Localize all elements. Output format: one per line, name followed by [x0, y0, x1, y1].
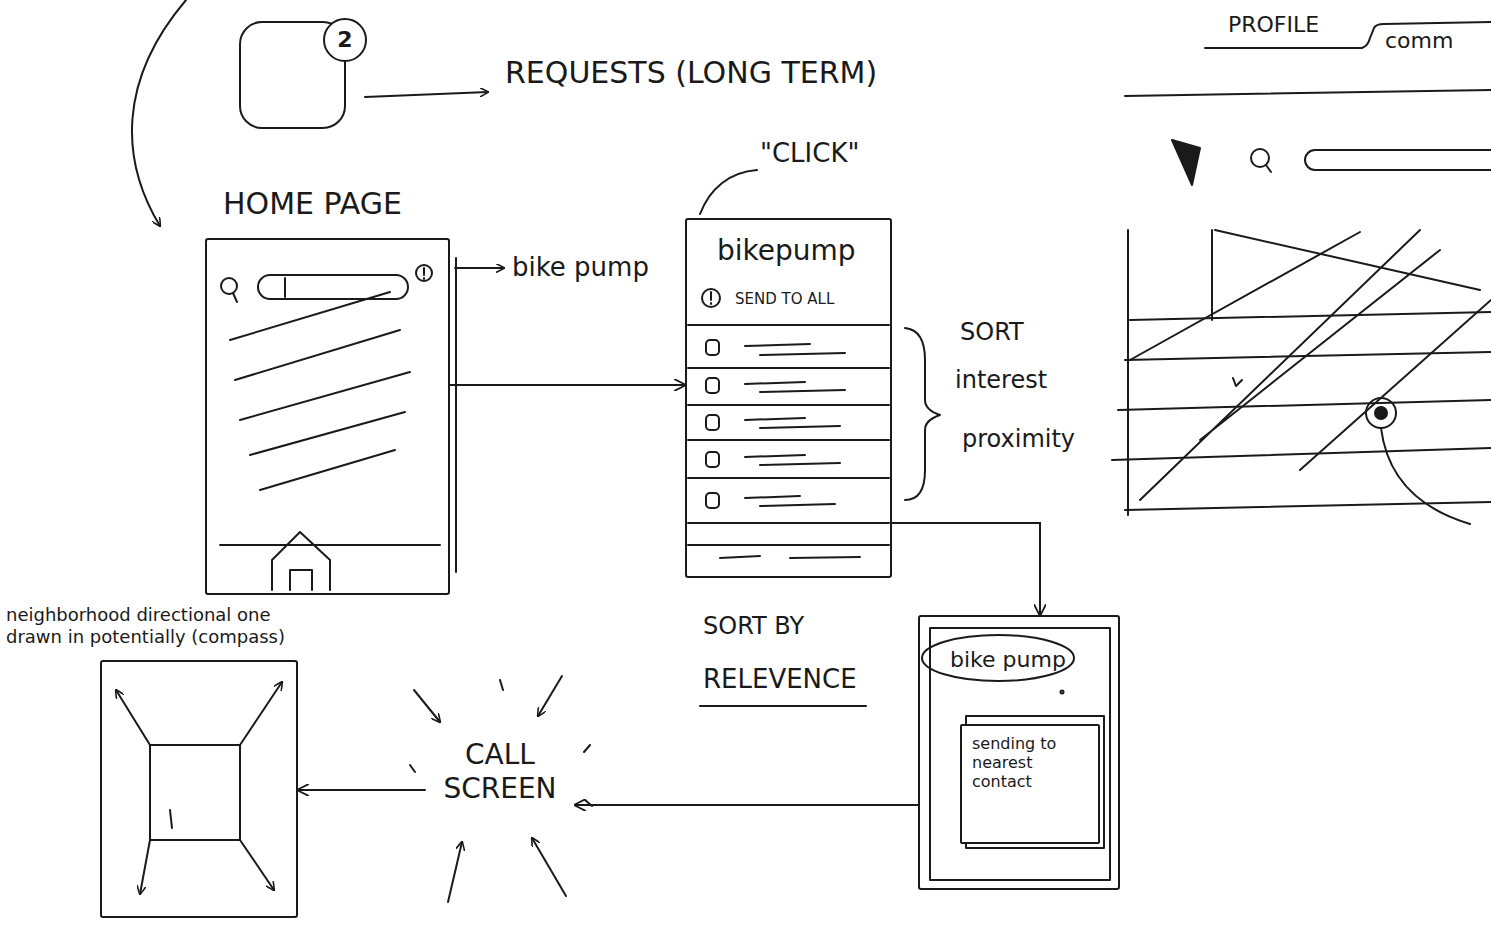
dialog-screen-art — [930, 628, 1110, 880]
home-screen-art — [455, 258, 457, 572]
profile-panel-art — [1233, 378, 1242, 386]
sort-option: proximity — [962, 425, 1075, 454]
profile-panel-art — [1266, 165, 1271, 172]
compass-art — [140, 840, 150, 894]
profile-panel-art — [1305, 150, 1491, 170]
home-screen-art — [233, 293, 237, 302]
compass-art — [150, 745, 240, 840]
home-screen-art — [423, 268, 425, 279]
compass-art — [116, 682, 282, 894]
home-screen-art — [230, 292, 410, 490]
compass-art — [170, 810, 172, 828]
profile-panel-art — [1375, 407, 1387, 419]
profile-panel-art — [1112, 312, 1491, 510]
app-icon — [365, 92, 488, 97]
node-title: 2 — [337, 27, 352, 53]
list-screen-art — [688, 325, 889, 545]
list-screen-art — [700, 705, 866, 707]
dialog-screen-art — [1061, 691, 1064, 694]
node-title: sending to nearest contact — [972, 734, 1088, 792]
list-screen-art — [745, 344, 845, 506]
phone-screen: bikepumpSEND TO ALL — [685, 218, 892, 578]
compass-art — [240, 840, 274, 890]
flow-arrow — [298, 789, 425, 791]
tab-label: comm — [1385, 28, 1453, 54]
badge-circle: 2 — [323, 18, 367, 62]
search-term: bike pump — [512, 252, 649, 283]
tab-label: PROFILE — [1228, 12, 1319, 38]
home-screen-art — [221, 278, 237, 294]
profile-panel-art — [1130, 230, 1491, 500]
entry-curve — [132, 0, 186, 226]
node-title: bikepump — [717, 234, 880, 268]
call-burst — [538, 676, 562, 716]
phone-screen: HOME PAGE — [205, 238, 450, 595]
profile-panel-art — [1172, 140, 1200, 185]
home-screen-art — [258, 275, 408, 299]
home-screen-art — [220, 544, 440, 546]
node-title: CALL SCREEN — [435, 738, 565, 805]
phone-screen: neighborhood directional one drawn in po… — [100, 660, 298, 918]
compass-art — [116, 690, 150, 745]
node-title: HOME PAGE — [223, 186, 402, 222]
call-screen: CALL SCREEN — [425, 722, 575, 822]
list-screen-art — [706, 452, 719, 467]
call-burst — [448, 842, 462, 902]
home-screen-art — [416, 265, 432, 281]
call-burst — [410, 680, 592, 806]
dialog-screen-art — [922, 628, 1110, 880]
annotation: REQUESTS (LONG TERM) — [505, 55, 877, 91]
sort-option: interest — [955, 366, 1047, 395]
node-text: SEND TO ALL — [735, 290, 880, 308]
flow-arrow — [575, 804, 918, 806]
annotation: "CLICK" — [760, 138, 859, 169]
list-screen-art — [700, 170, 757, 214]
list-screen-art — [706, 415, 719, 430]
annotation: SORT BY — [703, 612, 804, 641]
call-burst — [532, 838, 566, 896]
profile-panel-art — [1125, 90, 1491, 96]
list-screen-art — [710, 292, 712, 304]
home-screen-art — [272, 532, 330, 590]
home-screen-art — [284, 278, 286, 297]
compass-art — [240, 682, 282, 745]
node-title: neighborhood directional one drawn in po… — [6, 604, 296, 647]
list-screen-art — [720, 556, 860, 558]
list-screen-art — [905, 328, 940, 500]
call-burst — [414, 690, 440, 722]
list-screen-art — [706, 378, 719, 393]
list-screen-art — [702, 289, 720, 307]
list-screen-art — [688, 170, 940, 706]
entry-curve — [132, 0, 186, 226]
phone-screen: bike pump sending to nearest contact — [918, 615, 1120, 890]
list-screen-art — [706, 340, 719, 355]
home-screen-art — [455, 267, 504, 269]
list-screen-art — [706, 493, 719, 508]
annotation: RELEVENCE — [703, 664, 857, 695]
flow-arrow — [450, 384, 685, 386]
sort-option: SORT — [960, 318, 1024, 347]
profile-panel-art — [1112, 22, 1491, 524]
profile-panel-art — [1366, 398, 1396, 428]
dialog-box: sending to nearest contact — [960, 724, 1100, 844]
call-burst — [410, 676, 592, 902]
home-screen-art — [220, 258, 504, 590]
flow-arrow — [892, 523, 1040, 615]
node-title: bike pump — [950, 647, 1108, 673]
profile-panel-art — [1381, 428, 1470, 524]
